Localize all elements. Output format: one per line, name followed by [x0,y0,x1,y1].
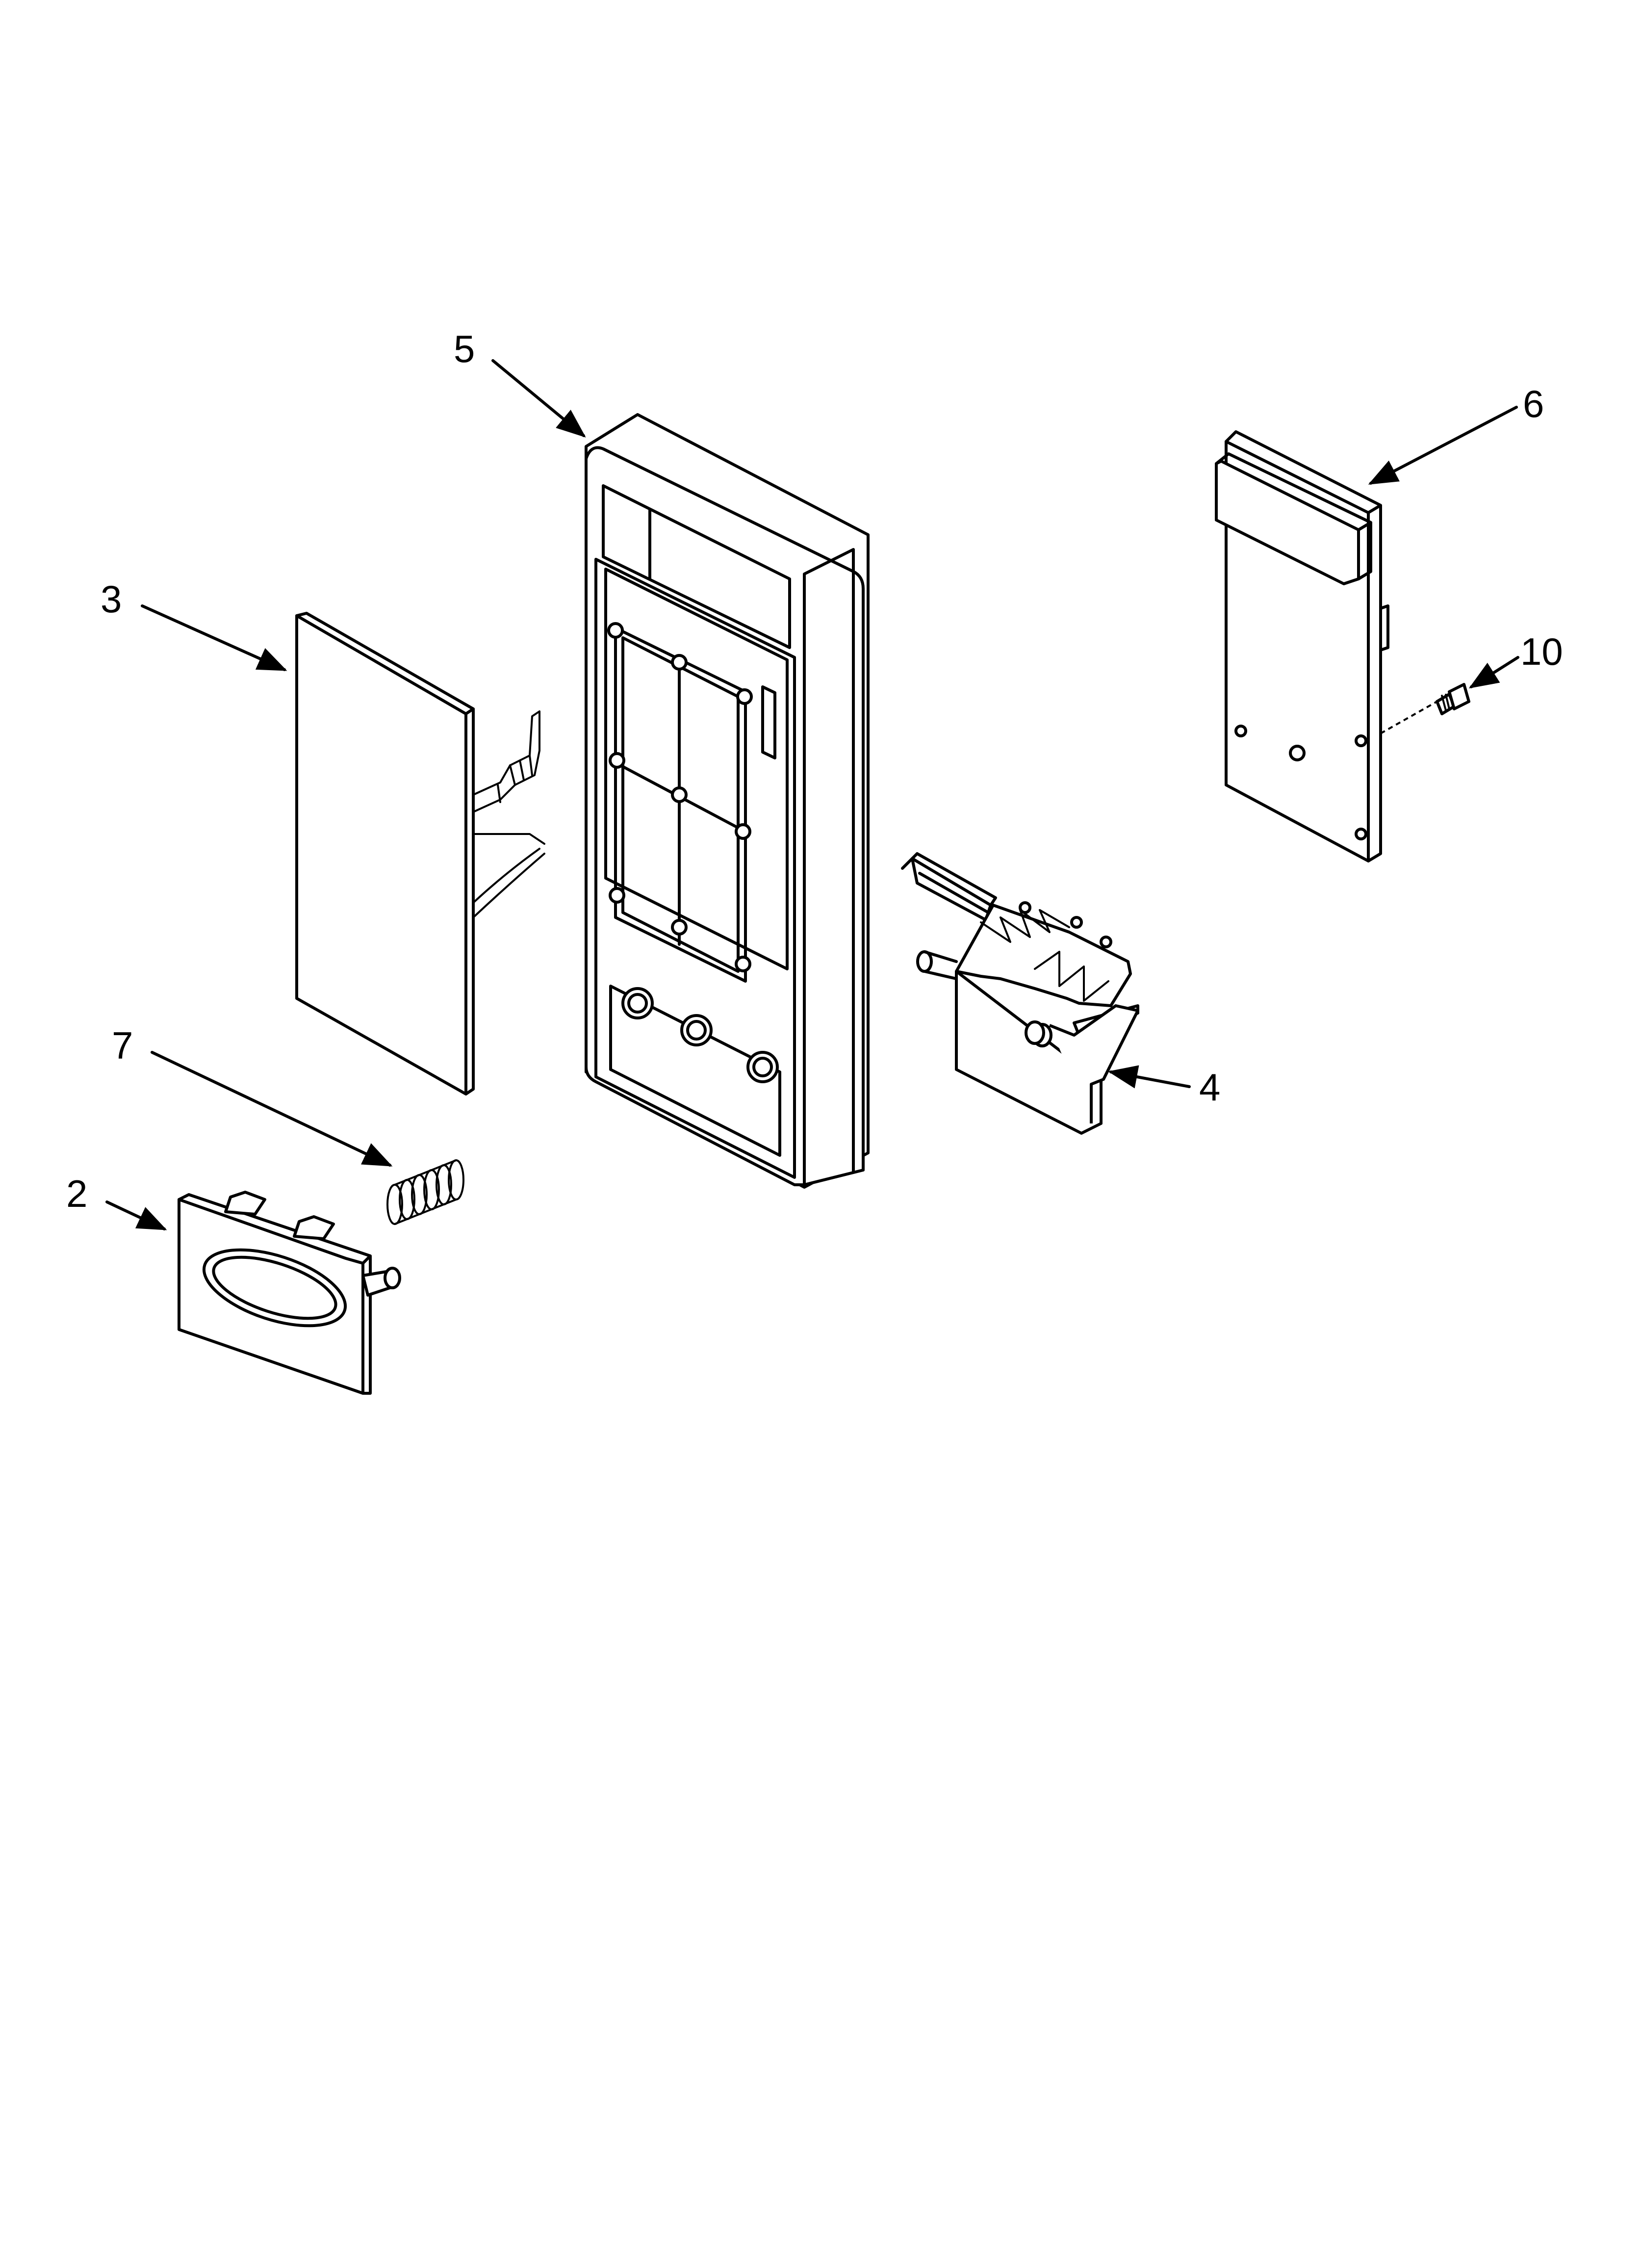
part-10-screw [1380,683,1470,734]
callout-label-10: 10 [1520,630,1563,673]
part-2-door-button [178,1191,401,1395]
callout-label-4: 4 [1199,1066,1220,1109]
callout-7: 7 [112,1024,393,1167]
part-5-control-panel-housing [585,413,870,1189]
callout-6: 6 [1368,382,1544,485]
callout-label-6: 6 [1523,382,1544,425]
panel-buttons-area [609,985,781,1157]
part-6-control-board [1215,430,1389,862]
callout-label-3: 3 [101,577,122,621]
part-4-latch-assembly [901,852,1139,1135]
callout-label-5: 5 [454,327,475,370]
callout-label-2: 2 [66,1172,87,1215]
callout-2: 2 [66,1172,167,1230]
callout-4: 4 [1108,1065,1220,1109]
part-3-touch-pad [295,612,545,1095]
keypad-grid [607,622,776,983]
callout-5: 5 [454,327,586,438]
part-7-spring [386,1159,464,1225]
callout-label-7: 7 [112,1024,133,1067]
callout-3: 3 [101,577,287,671]
callout-10: 10 [1468,630,1563,689]
